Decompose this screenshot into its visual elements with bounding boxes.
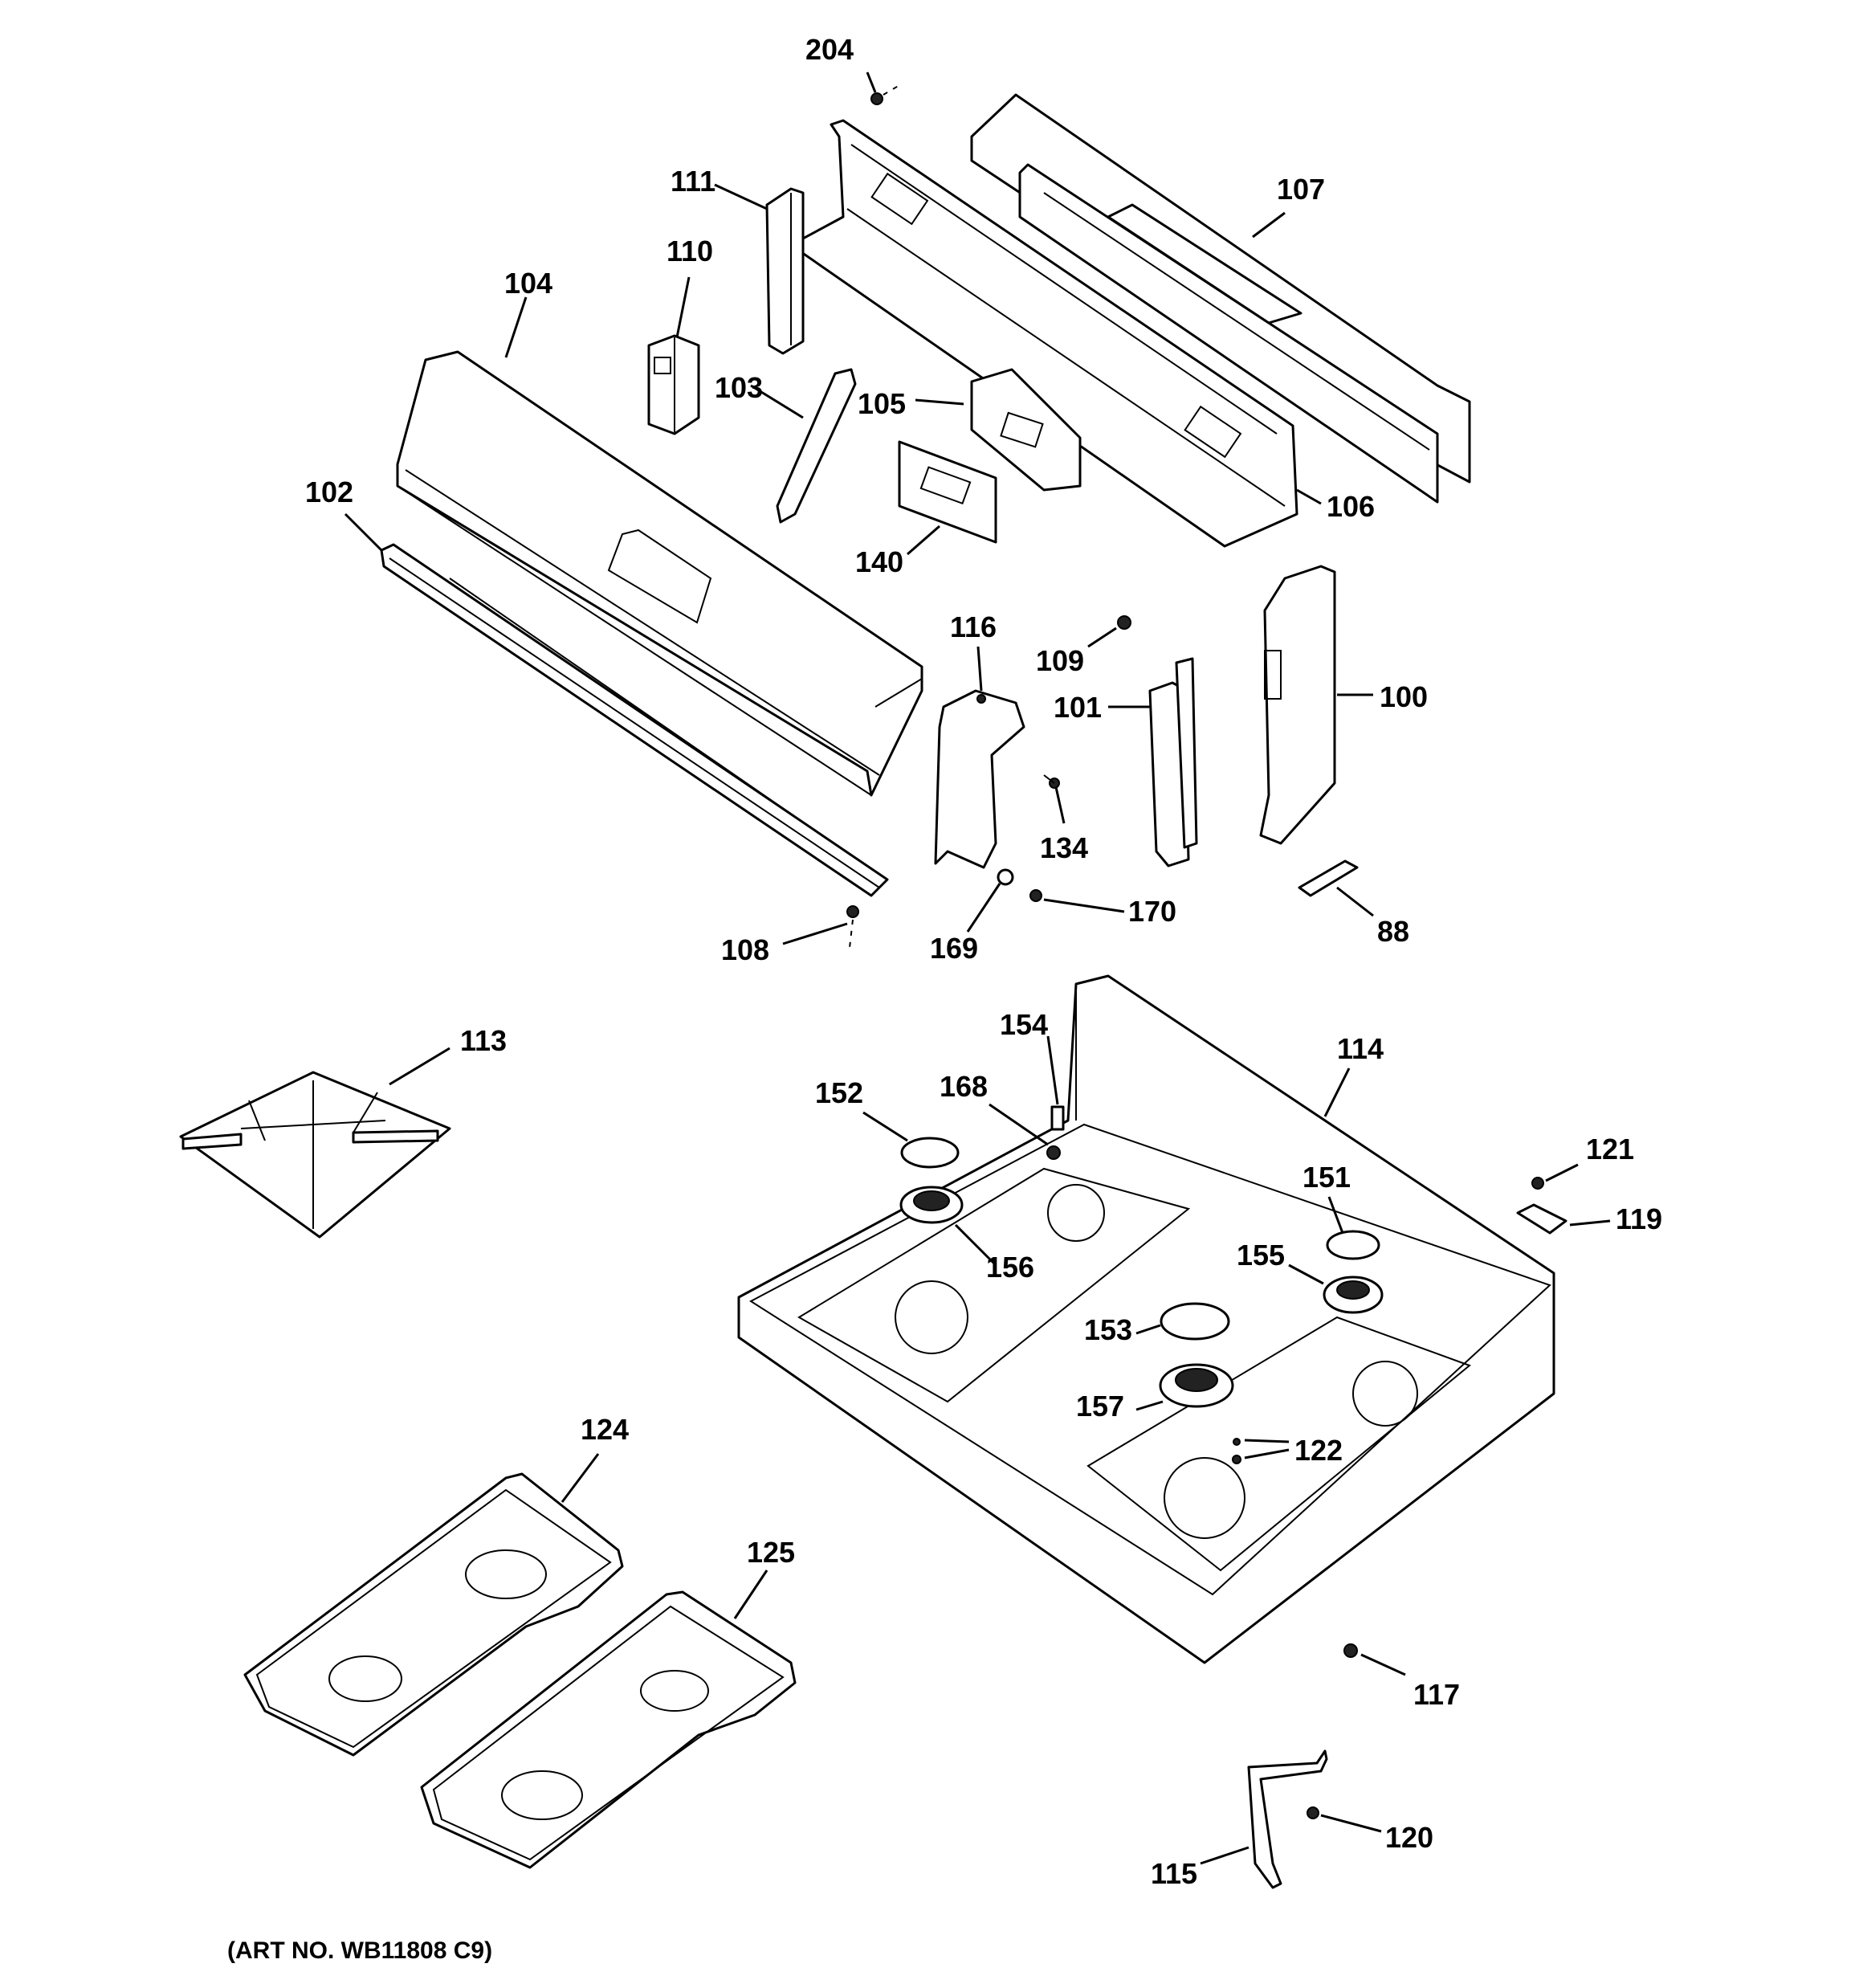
callout-170: 170 bbox=[1128, 895, 1176, 928]
part-154-orifice bbox=[1050, 1105, 1065, 1131]
callout-154: 154 bbox=[1000, 1008, 1048, 1041]
callout-115: 115 bbox=[1151, 1857, 1197, 1890]
callout-156: 156 bbox=[986, 1251, 1034, 1284]
part-151-burner-cap bbox=[1326, 1230, 1380, 1260]
part-169-washer bbox=[997, 868, 1014, 886]
callout-117: 117 bbox=[1413, 1678, 1460, 1711]
part-115-rod bbox=[1247, 1749, 1328, 1889]
part-116-side-trim bbox=[934, 689, 1025, 869]
part-109-nut bbox=[1117, 615, 1131, 630]
callout-109: 109 bbox=[1036, 644, 1084, 677]
callout-102: 102 bbox=[305, 476, 353, 508]
part-204-screw bbox=[870, 84, 902, 105]
part-153-burner-cap bbox=[1160, 1302, 1230, 1341]
callout-100: 100 bbox=[1380, 680, 1428, 713]
part-121-screw bbox=[1531, 1177, 1544, 1190]
leader-lines bbox=[344, 71, 1611, 1865]
callout-119: 119 bbox=[1616, 1202, 1662, 1235]
callout-152: 152 bbox=[815, 1076, 863, 1109]
part-120-nut bbox=[1307, 1806, 1319, 1819]
callout-108: 108 bbox=[721, 933, 769, 966]
callout-151: 151 bbox=[1302, 1161, 1351, 1194]
part-157-burner-head bbox=[1159, 1363, 1234, 1408]
part-103-bracket bbox=[776, 368, 857, 524]
part-140-overlay bbox=[898, 440, 997, 544]
part-125-drip-pan bbox=[420, 1590, 797, 1869]
part-114-cooktop bbox=[737, 974, 1555, 1664]
callout-204: 204 bbox=[805, 33, 854, 66]
part-117-nut bbox=[1343, 1643, 1358, 1658]
callout-120: 120 bbox=[1385, 1821, 1433, 1854]
part-102-trim bbox=[380, 543, 889, 897]
callout-88: 88 bbox=[1377, 915, 1409, 948]
callout-116: 116 bbox=[950, 610, 997, 643]
part-108-screw bbox=[846, 905, 859, 949]
callout-111: 111 bbox=[671, 165, 715, 198]
callout-103: 103 bbox=[715, 371, 763, 404]
part-100-end-cap bbox=[1259, 565, 1336, 845]
part-104-control-panel bbox=[396, 350, 923, 797]
callout-125: 125 bbox=[747, 1536, 795, 1569]
callout-113: 113 bbox=[460, 1024, 507, 1057]
part-156-burner-head bbox=[899, 1186, 964, 1224]
part-113-grate bbox=[179, 1071, 451, 1239]
part-107-rear-top-cover bbox=[970, 93, 1471, 504]
part-101-bracket bbox=[1148, 657, 1198, 867]
callout-110: 110 bbox=[667, 235, 713, 267]
callout-134: 134 bbox=[1040, 831, 1088, 864]
callout-104: 104 bbox=[504, 267, 552, 300]
callout-101: 101 bbox=[1054, 691, 1102, 724]
part-155-burner-head bbox=[1323, 1276, 1384, 1314]
callout-169: 169 bbox=[930, 932, 978, 965]
art-number: (ART NO. WB11808 C9) bbox=[227, 1937, 492, 1964]
callout-106: 106 bbox=[1327, 490, 1375, 523]
callout-107: 107 bbox=[1277, 173, 1325, 206]
part-168-electrode bbox=[1046, 1145, 1061, 1160]
callout-157: 157 bbox=[1076, 1390, 1124, 1423]
part-119-bracket bbox=[1516, 1203, 1567, 1235]
part-106-backguard bbox=[789, 119, 1298, 548]
part-170-screw bbox=[1029, 889, 1042, 902]
part-88-spacer bbox=[1298, 859, 1359, 897]
part-111-bracket bbox=[765, 187, 805, 355]
callout-105: 105 bbox=[858, 387, 906, 420]
part-152-burner-cap bbox=[900, 1137, 960, 1169]
callout-124: 124 bbox=[581, 1413, 629, 1446]
callout-121: 121 bbox=[1586, 1133, 1634, 1165]
part-110-switch bbox=[647, 334, 700, 435]
callout-122: 122 bbox=[1294, 1434, 1343, 1467]
callout-140: 140 bbox=[855, 545, 903, 578]
part-122-screw-washer bbox=[1232, 1438, 1241, 1464]
callout-153: 153 bbox=[1084, 1313, 1132, 1346]
callout-labels: 204 111 107 110 104 103 105 102 106 140 … bbox=[227, 33, 1662, 1964]
part-105-timer bbox=[970, 368, 1082, 492]
callout-155: 155 bbox=[1237, 1239, 1285, 1272]
callout-168: 168 bbox=[940, 1070, 988, 1103]
callout-114: 114 bbox=[1337, 1032, 1384, 1065]
part-124-drip-pan bbox=[243, 1472, 624, 1757]
part-134-screw bbox=[1043, 774, 1060, 789]
